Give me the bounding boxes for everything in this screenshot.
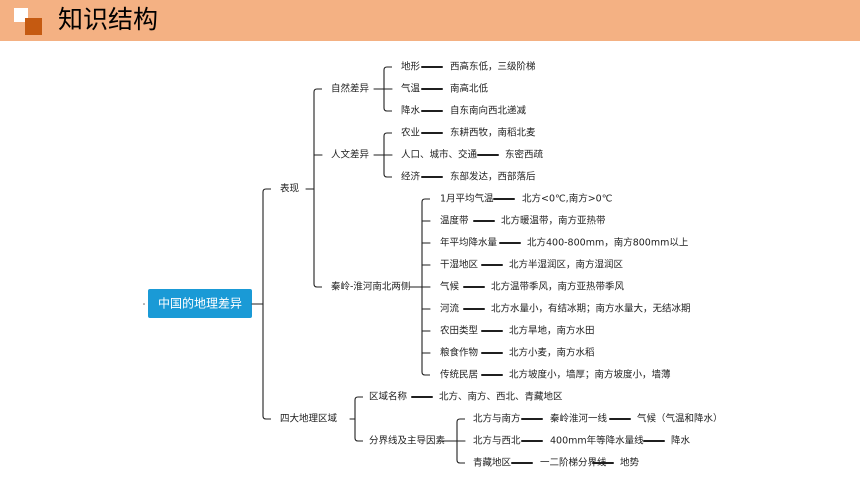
- qinling-item-label: 河流: [440, 303, 460, 315]
- renwen-item-label: 人口、城市、交通: [401, 149, 478, 161]
- quyu-value: 北方、南方、西北、青藏地区: [439, 391, 563, 403]
- ziran-item-value: 自东南向西北递减: [450, 105, 527, 117]
- qinling-item-label: 粮食作物: [440, 347, 479, 359]
- node-quyu: 区域名称: [369, 391, 408, 403]
- node-fenjie: 分界线及主导因素: [369, 435, 446, 447]
- fenjie-item-factor: 气候（气温和降水）: [637, 413, 723, 425]
- fenjie-item-region: 北方与西北: [473, 435, 521, 447]
- fenjie-item-factor: 降水: [671, 435, 691, 447]
- fenjie-item-line: 400mm年等降水量线: [550, 435, 644, 447]
- root-dot: [143, 303, 145, 305]
- ziran-item-label: 气温: [401, 83, 421, 95]
- sida-bracket: [354, 396, 363, 442]
- fenjie-item-line: 秦岭淮河一线: [550, 413, 608, 425]
- root-node: [148, 289, 252, 318]
- qinling-item-value: 北方400-800mm，南方800mm以上: [527, 237, 689, 249]
- renwen-item-value: 东部发达，西部落后: [450, 171, 536, 183]
- ziran-item-value: 西高东低，三级阶梯: [450, 61, 536, 73]
- root-node-label: 中国的地理差异: [158, 296, 242, 311]
- renwen-item-value: 东密西疏: [505, 149, 544, 161]
- ziran-item-value: 南高北低: [450, 83, 489, 95]
- node-qinling: 秦岭-淮河南北两侧: [331, 281, 410, 293]
- qinling-item-label: 温度带: [440, 215, 469, 227]
- root-bracket: [262, 188, 271, 420]
- fenjie-item-region: 北方与南方: [473, 413, 521, 425]
- qinling-item-label: 传统民居: [440, 369, 478, 381]
- qinling-item-value: 北方小麦，南方水稻: [509, 347, 595, 359]
- logo-square-white: [14, 8, 28, 22]
- qinling-item-value: 北方暖温带，南方亚热带: [501, 215, 606, 227]
- qinling-item-value: 北方半湿润区，南方湿润区: [509, 259, 624, 271]
- fenjie-item-line: 一二阶梯分界线: [540, 457, 607, 469]
- qinling-item-value: 北方水量小，有结冰期；南方水量大，无结冰期: [491, 303, 691, 315]
- node-renwen: 人文差异: [331, 149, 370, 161]
- node-ziran: 自然差异: [331, 83, 370, 95]
- qinling-item-label: 农田类型: [440, 325, 479, 337]
- renwen-item-label: 经济: [401, 171, 421, 183]
- node-biaoxian: 表现: [280, 183, 300, 195]
- biaoxian-bracket: [313, 88, 322, 288]
- qinling-item-value: 北方<0℃,南方>0℃: [522, 193, 613, 205]
- fenjie-item-factor: 地势: [620, 457, 640, 469]
- qinling-item-label: 1月平均气温: [440, 193, 494, 205]
- qinling-item-value: 北方坡度小，墙厚；南方坡度小，墙薄: [509, 369, 671, 381]
- title-bar: 知识结构: [0, 0, 860, 41]
- ziran-item-label: 降水: [401, 105, 421, 117]
- qinling-item-label: 干湿地区: [440, 259, 479, 271]
- qinling-item-value: 北方旱地，南方水田: [509, 325, 595, 337]
- renwen-item-label: 农业: [401, 127, 420, 139]
- qinling-item-label: 年平均降水量: [440, 237, 498, 249]
- node-sida: 四大地理区域: [280, 413, 338, 425]
- renwen-item-value: 东耕西牧，南稻北麦: [450, 127, 536, 139]
- qinling-item-value: 北方温带季风，南方亚热带季风: [491, 281, 625, 293]
- logo-square-orange: [25, 18, 42, 35]
- ziran-item-label: 地形: [401, 61, 421, 73]
- fenjie-item-region: 青藏地区: [473, 457, 512, 469]
- qinling-item-label: 气候: [440, 281, 460, 293]
- page-title: 知识结构: [58, 5, 159, 34]
